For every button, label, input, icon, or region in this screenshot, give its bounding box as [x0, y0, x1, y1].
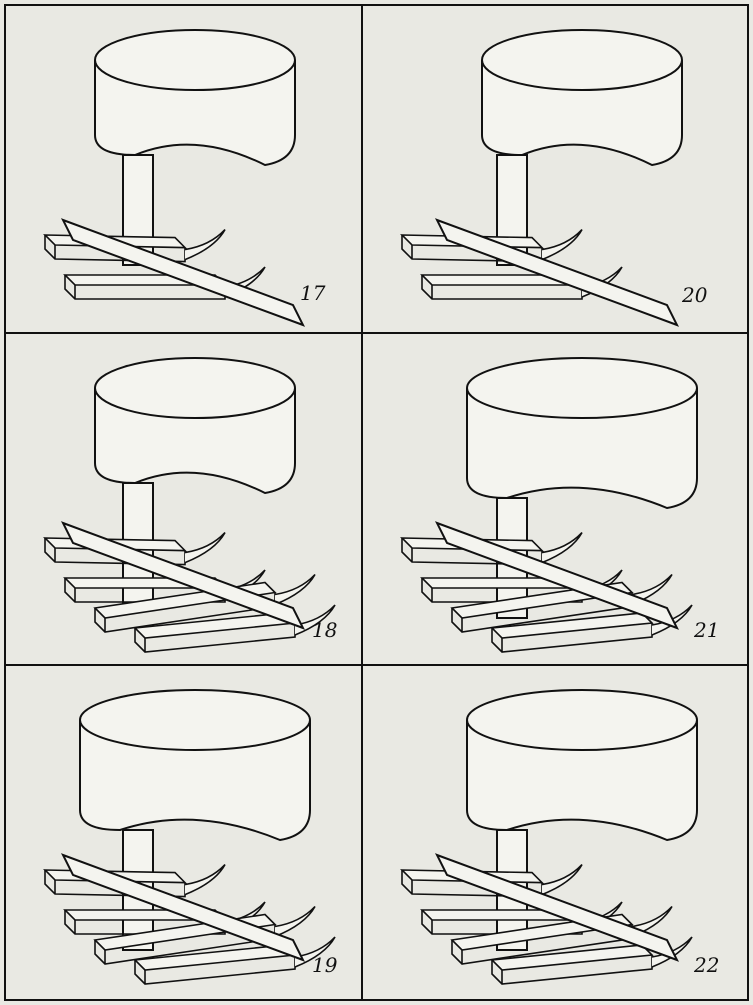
- seat-side: [466, 720, 698, 842]
- panel-figure-17: 17: [43, 29, 326, 327]
- panel-figure-22: 22: [400, 689, 719, 985]
- figure-number-label: 20: [681, 283, 708, 307]
- cross-beam: [434, 218, 680, 327]
- figure-number-label: 21: [693, 618, 719, 642]
- seat-top: [466, 689, 698, 751]
- runner-tip: [274, 573, 316, 606]
- runner-tip: [631, 573, 673, 606]
- outer-frame: [4, 4, 749, 1001]
- seat-side: [466, 388, 698, 510]
- runner-tip: [274, 905, 316, 938]
- cross-beam: [434, 853, 680, 962]
- cross-beam: [60, 218, 306, 327]
- cross-beam: [434, 521, 680, 630]
- seat-top: [481, 29, 683, 91]
- figure-number-label: 17: [300, 281, 326, 305]
- runner-tip: [541, 229, 583, 261]
- runner-tip: [541, 864, 583, 896]
- runner-tip: [294, 936, 336, 968]
- figure-number-label: 19: [312, 953, 338, 977]
- seat-side: [79, 720, 311, 842]
- seat-top: [466, 357, 698, 419]
- panel-figure-19: 19: [43, 689, 338, 985]
- figure-number-label: 22: [693, 953, 719, 977]
- runner-tip: [184, 532, 226, 564]
- panel-figure-21: 21: [400, 357, 719, 653]
- seat-top: [79, 689, 311, 751]
- runner-tip: [631, 905, 673, 938]
- runner-tip: [294, 604, 336, 636]
- seat-top: [94, 357, 296, 419]
- figure-number-label: 18: [312, 618, 337, 642]
- panel-figure-20: 20: [400, 29, 708, 327]
- runner-tip: [184, 229, 226, 261]
- panel-figure-18: 18: [43, 357, 337, 653]
- seat-top: [94, 29, 296, 91]
- runner-tip: [184, 864, 226, 896]
- cross-beam: [60, 853, 306, 962]
- cross-beam: [60, 521, 306, 630]
- runner-tip: [541, 532, 583, 564]
